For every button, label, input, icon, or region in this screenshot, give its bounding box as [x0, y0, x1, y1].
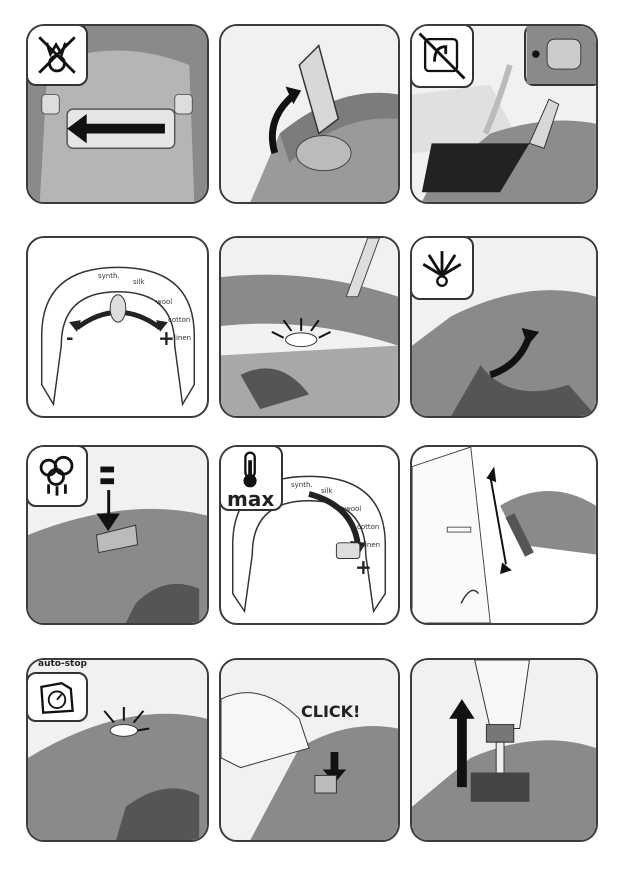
- no-tap-water-icon: [410, 24, 474, 88]
- panel-temperature-dial: - + synth. silk wool cotton linen: [26, 236, 209, 418]
- dial-setting-linen: linen: [174, 334, 191, 342]
- iron-light-illustration: [221, 238, 398, 416]
- light-burst-icon: [410, 236, 474, 300]
- panel-steam-burst: [26, 445, 209, 625]
- panel-remove-valve: [410, 658, 598, 842]
- dial-max-setting-cotton: cotton: [357, 523, 379, 531]
- panel-click-release: CLICK!: [219, 658, 400, 842]
- dial-max-setting-silk: silk: [321, 487, 333, 495]
- steam-icon: [26, 445, 88, 507]
- dial-plus-max-label: +: [355, 555, 372, 579]
- dial-minus-label: -: [66, 328, 73, 349]
- dial-setting-wool: wool: [156, 298, 172, 306]
- panel-indicator-light: [219, 236, 400, 418]
- panel-fill-water: [410, 24, 598, 204]
- dial-setting-synth: synth.: [98, 272, 120, 280]
- auto-stop-icon: [26, 672, 88, 722]
- panel-spray: [410, 236, 598, 418]
- iron-valve-illustration: [412, 660, 596, 840]
- panel-vertical-steam: [410, 445, 598, 625]
- iron-click-illustration: [221, 660, 398, 840]
- auto-stop-label: auto-stop: [38, 659, 87, 669]
- dial-max-setting-linen: linen: [363, 541, 380, 549]
- dial-max-setting-synth: synth.: [291, 481, 313, 489]
- iron-tank-detail-icon: [524, 24, 598, 86]
- click-label: CLICK!: [301, 702, 360, 721]
- dial-plus-label: +: [158, 326, 175, 350]
- panel-auto-stop: auto-stop: [26, 658, 209, 842]
- no-bleach-icon: [26, 24, 88, 86]
- dial-setting-cotton: cotton: [168, 316, 190, 324]
- vertical-steaming-illustration: [412, 447, 596, 623]
- panel-max-temperature: max + synth. silk wool cotton linen: [219, 445, 400, 625]
- panel-empty-tank: [26, 24, 209, 204]
- max-label: max: [227, 487, 274, 511]
- panel-open-lid: [219, 24, 400, 204]
- dial-setting-silk: silk: [133, 278, 145, 286]
- dial-max-setting-wool: wool: [345, 505, 361, 513]
- temperature-dial-illustration: [28, 238, 207, 416]
- iron-lid-illustration: [221, 26, 398, 202]
